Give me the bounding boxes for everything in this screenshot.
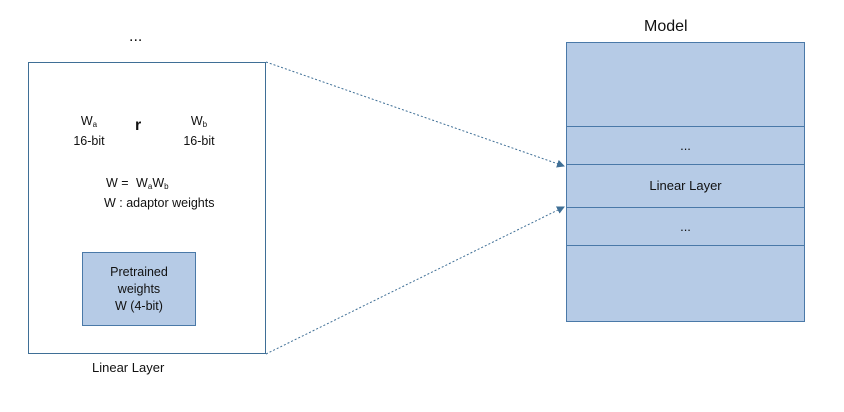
rank-label: r (135, 117, 142, 134)
model-band-top-text: ... (680, 138, 691, 153)
formula-s2: b (164, 182, 169, 191)
wa-name: W (80, 114, 93, 128)
wa-label: Wa 16-bit (60, 113, 118, 150)
model-linear-layer-label: Linear Layer (649, 178, 722, 193)
pretrained-weights-box: Pretrained weights W (4-bit) (82, 252, 196, 326)
wa-bits: 16-bit (73, 134, 105, 148)
wb-sub: b (202, 120, 208, 129)
formula-lhs: W = (106, 176, 133, 190)
model-box (566, 42, 805, 322)
pretrained-line3: W (4-bit) (115, 298, 163, 313)
formula: W = WaWb (106, 176, 169, 191)
model-band-top: ... (566, 126, 805, 165)
connector-top (265, 61, 565, 168)
pretrained-line1: Pretrained (110, 264, 168, 279)
formula-w2: W (152, 176, 165, 190)
wb-bits: 16-bit (183, 134, 215, 148)
wa-sub: a (92, 120, 98, 129)
formula-s1: a (147, 182, 153, 191)
top-ellipsis: ... (129, 28, 143, 45)
pretrained-line2: weights (117, 281, 161, 296)
model-title: Model (644, 18, 688, 35)
wb-label: Wb 16-bit (168, 113, 230, 150)
linear-layer-caption: Linear Layer (92, 360, 165, 375)
connector-bottom (265, 206, 565, 355)
wb-name: W (190, 114, 203, 128)
formula-note: W : adaptor weights (104, 196, 215, 210)
model-band-bottom-text: ... (680, 219, 691, 234)
model-band-bottom: ... (566, 207, 805, 246)
formula-w1: W (136, 176, 148, 190)
